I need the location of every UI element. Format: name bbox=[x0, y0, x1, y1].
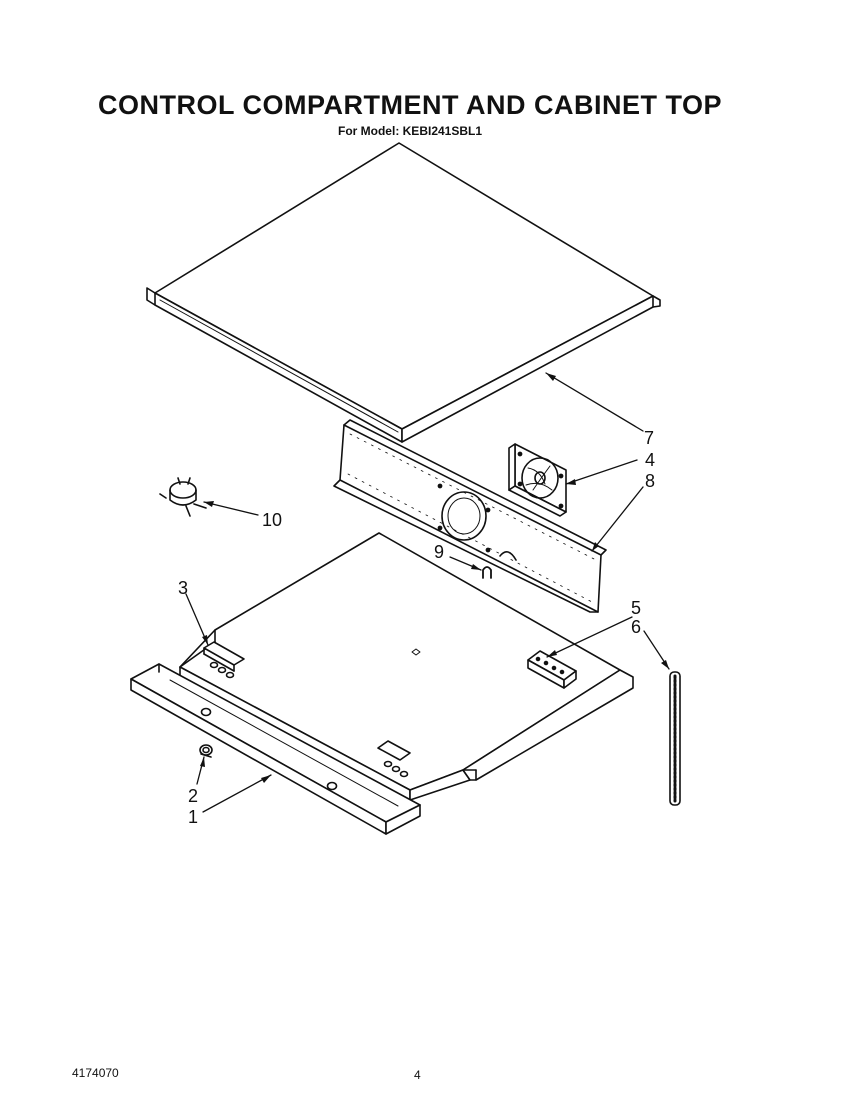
leader-10 bbox=[203, 501, 259, 516]
model-subtitle: For Model: KEBI241SBL1 bbox=[337, 124, 483, 138]
leader-1 bbox=[202, 774, 272, 813]
callout-3: 3 bbox=[178, 578, 188, 598]
gasket-strip bbox=[669, 671, 681, 806]
front-trim-channel bbox=[130, 663, 421, 835]
retaining-clip bbox=[482, 566, 492, 579]
callout-6: 6 bbox=[631, 617, 641, 637]
callout-5: 5 bbox=[631, 598, 641, 618]
cooling-fan bbox=[508, 443, 567, 517]
leader-7 bbox=[545, 372, 644, 432]
base-mounting-holes bbox=[209, 661, 409, 778]
callout-numbers: 7 4 8 9 10 3 5 6 2 1 bbox=[178, 428, 655, 827]
callout-1: 1 bbox=[188, 807, 198, 827]
callout-8: 8 bbox=[645, 471, 655, 491]
control-compartment-base bbox=[179, 532, 634, 801]
screw bbox=[199, 744, 213, 758]
page-number: 4 bbox=[414, 1068, 421, 1082]
document-number: 4174070 bbox=[72, 1066, 119, 1080]
callout-2: 2 bbox=[188, 786, 198, 806]
leader-4 bbox=[565, 459, 638, 485]
callout-10: 10 bbox=[262, 510, 282, 530]
cabinet-top-panel bbox=[146, 142, 661, 443]
callout-4: 4 bbox=[645, 450, 655, 470]
leader-8 bbox=[591, 486, 644, 552]
leader-5 bbox=[546, 616, 633, 658]
rear-fan-bracket bbox=[333, 419, 607, 613]
limit-thermostat bbox=[159, 477, 207, 517]
callout-9: 9 bbox=[434, 542, 444, 562]
page-title: CONTROL COMPARTMENT AND CABINET TOP bbox=[98, 90, 722, 120]
terminal-block bbox=[527, 650, 577, 689]
callout-7: 7 bbox=[644, 428, 654, 448]
callout-leaders bbox=[185, 372, 670, 813]
mounting-bracket bbox=[203, 641, 245, 672]
